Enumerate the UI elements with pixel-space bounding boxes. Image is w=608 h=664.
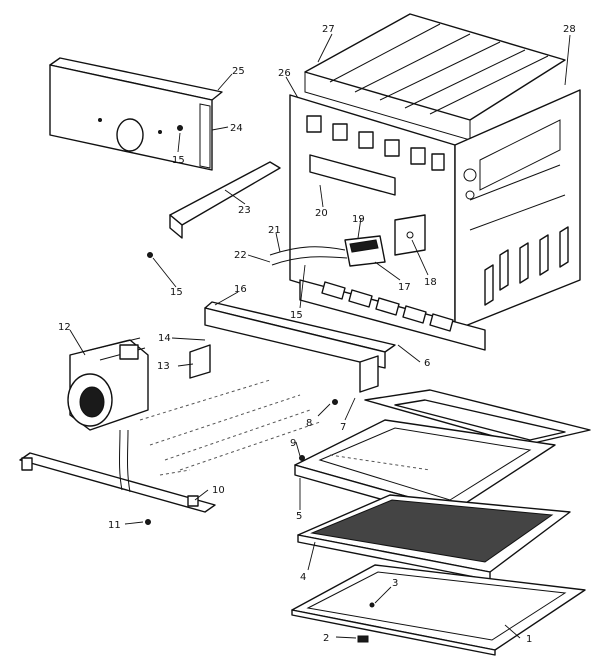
screw-11: [145, 519, 151, 525]
leader-lines: [69, 33, 571, 639]
callout-26: 26: [278, 68, 291, 79]
callout-9: 9: [290, 438, 296, 449]
callout-1: 1: [526, 634, 532, 645]
callout-23: 23: [238, 205, 251, 216]
screw-15-left: [147, 252, 153, 258]
callout-14: 14: [158, 333, 171, 344]
callout-22: 22: [234, 250, 247, 261]
heat-exchanger-assembly: [269, 13, 581, 351]
callout-16: 16: [234, 284, 247, 295]
callout-2: 2: [323, 633, 329, 644]
callout-15-center: 15: [290, 310, 303, 321]
callout-24: 24: [230, 123, 243, 134]
callout-4: 4: [300, 572, 306, 583]
gas-valve-assembly: [67, 337, 149, 431]
callout-8: 8: [306, 418, 312, 429]
callout-19: 19: [352, 214, 365, 225]
callout-27: 27: [322, 24, 335, 35]
callout-20: 20: [315, 208, 328, 219]
callout-25: 25: [232, 66, 245, 77]
back-panel: [49, 57, 223, 171]
callout-11: 11: [108, 520, 121, 531]
callout-labels: 1 2 3 4 5 6 7 8 9 10 11 12 13 14 15 15 1…: [58, 24, 576, 645]
callout-28: 28: [563, 24, 576, 35]
callout-15-left: 15: [170, 287, 183, 298]
callout-5: 5: [296, 511, 302, 522]
callout-21: 21: [268, 225, 281, 236]
callout-6: 6: [424, 358, 430, 369]
burner-manifold: [139, 301, 396, 476]
screw-9: [299, 455, 305, 461]
callout-12: 12: [58, 322, 71, 333]
bottom-frame: [291, 564, 586, 656]
callout-15-upper: 15: [172, 155, 185, 166]
callout-17: 17: [398, 282, 411, 293]
screw-8: [332, 399, 338, 405]
gas-pipe: [19, 429, 216, 513]
callout-10: 10: [212, 485, 225, 496]
air-filter: [297, 494, 571, 581]
filter-tray: [364, 389, 591, 446]
callout-13: 13: [157, 361, 170, 372]
angle-bracket: [169, 161, 281, 239]
callout-7: 7: [340, 422, 346, 433]
callout-18: 18: [424, 277, 437, 288]
callout-3: 3: [392, 578, 398, 589]
